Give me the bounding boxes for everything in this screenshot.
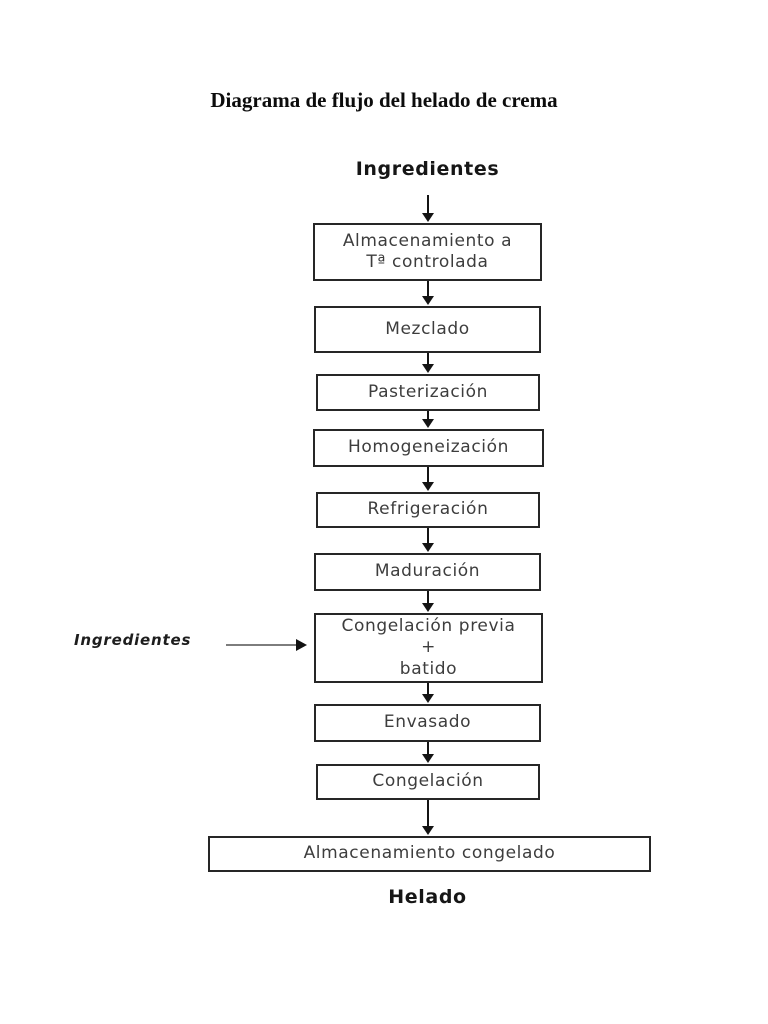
process-box-mezclado: Mezclado (314, 306, 541, 353)
flow-input-label: Ingredientes (355, 158, 500, 180)
process-box-almacenamiento-temperatura: Almacenamiento a Tª controlada (313, 223, 542, 281)
arrow-right-icon (226, 639, 307, 651)
flow-output-label: Helado (388, 886, 467, 908)
arrow-down-icon (422, 411, 434, 428)
arrow-down-icon (422, 281, 434, 305)
arrow-down-icon (422, 195, 434, 222)
process-box-almacenamiento-congelado: Almacenamiento congelado (208, 836, 651, 872)
side-ingredients-label: Ingredientes (74, 631, 192, 649)
process-box-envasado: Envasado (314, 704, 541, 742)
process-box-refrigeracion: Refrigeración (316, 492, 540, 528)
arrow-down-icon (422, 467, 434, 491)
process-box-congelacion-previa-batido: Congelación previa + batido (314, 613, 543, 683)
process-box-pasterizacion: Pasterización (316, 374, 540, 411)
arrow-down-icon (422, 591, 434, 612)
arrow-down-icon (422, 800, 434, 835)
arrow-down-icon (422, 742, 434, 763)
process-box-congelacion: Congelación (316, 764, 540, 800)
arrow-down-icon (422, 353, 434, 373)
page-title: Diagrama de flujo del helado de crema (210, 88, 558, 112)
process-box-homogeneizacion: Homogeneización (313, 429, 544, 467)
arrow-down-icon (422, 528, 434, 552)
arrow-down-icon (422, 683, 434, 703)
process-box-maduracion: Maduración (314, 553, 541, 591)
